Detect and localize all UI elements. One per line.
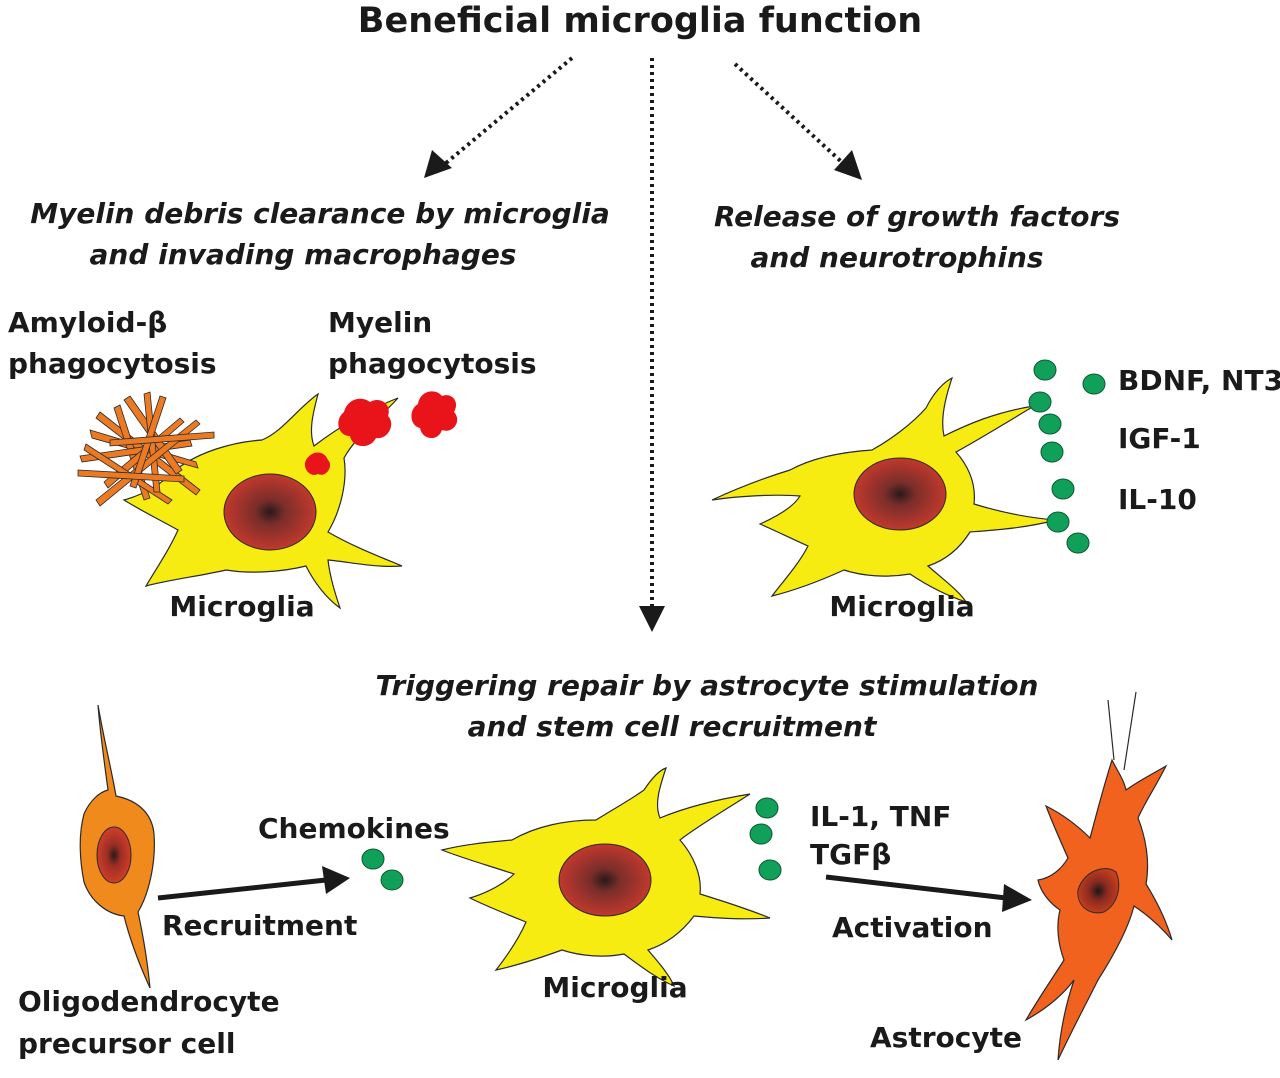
chemokine-dots (361, 848, 404, 891)
amyloid-label-line1: Amyloid-β (8, 306, 168, 339)
astrocyte-cell (1024, 691, 1173, 1061)
microglia-left (122, 392, 403, 610)
amyloid-label-line2: phagocytosis (8, 347, 217, 380)
recruitment-arrowhead (322, 866, 350, 894)
activation-arrowhead (1002, 884, 1032, 912)
activation-arrow (825, 874, 1007, 901)
debris-heading-line1: Myelin debris clearance by microglia (30, 197, 610, 230)
recruitment-arrow (157, 877, 327, 901)
repair-heading-line2: and stem cell recruitment (467, 710, 877, 743)
factor-label-il10: IL-10 (1118, 483, 1197, 516)
debris-heading-line2: and invading macrophages (89, 238, 517, 271)
opc-cell (79, 704, 155, 989)
factor-label-bdnf: BDNF, NT3 (1118, 364, 1280, 397)
arrowhead-debris (424, 150, 452, 178)
microglia-right-label: Microglia (829, 590, 975, 623)
amyloid-fibrils (77, 391, 215, 507)
astrocyte-label: Astrocyte (870, 1021, 1022, 1054)
myelin-label-line2: phagocytosis (328, 347, 537, 380)
growth-factor-dots (1028, 359, 1106, 554)
myelin-label-line1: Myelin (328, 306, 433, 339)
microglia-center-nucleus (558, 843, 652, 917)
arrow-to-growth (733, 62, 848, 168)
arrowhead-repair (639, 606, 665, 632)
activation-label: Activation (832, 911, 993, 944)
cytokines-label-line2: TGFβ (810, 838, 892, 871)
opc-nucleus (96, 826, 132, 884)
cytokine-dots (749, 797, 782, 881)
arrowhead-growth (834, 150, 862, 180)
factor-label-igf1: IGF-1 (1118, 422, 1201, 455)
diagram-title: Beneficial microglia function (357, 1, 923, 41)
myelin-debris (304, 391, 458, 475)
growth-heading-line2: and neurotrophins (750, 241, 1044, 274)
growth-heading-line1: Release of growth factors (714, 200, 1120, 233)
microglia-left-label: Microglia (169, 590, 315, 623)
microglia-right-nucleus (853, 457, 947, 531)
microglia-left-nucleus (223, 473, 317, 551)
microglia-center (440, 767, 771, 988)
recruitment-label: Recruitment (162, 909, 358, 942)
opc-label-line1: Oligodendrocyte (18, 985, 280, 1018)
repair-heading-line1: Triggering repair by astrocyte stimulati… (375, 669, 1039, 702)
cytokines-label-line1: IL-1, TNF (810, 800, 952, 833)
arrow-to-debris (438, 56, 574, 170)
microglia-center-label: Microglia (542, 971, 688, 1004)
chemokines-label: Chemokines (258, 812, 450, 845)
microglia-right (711, 376, 1057, 604)
opc-label-line2: precursor cell (18, 1027, 236, 1060)
